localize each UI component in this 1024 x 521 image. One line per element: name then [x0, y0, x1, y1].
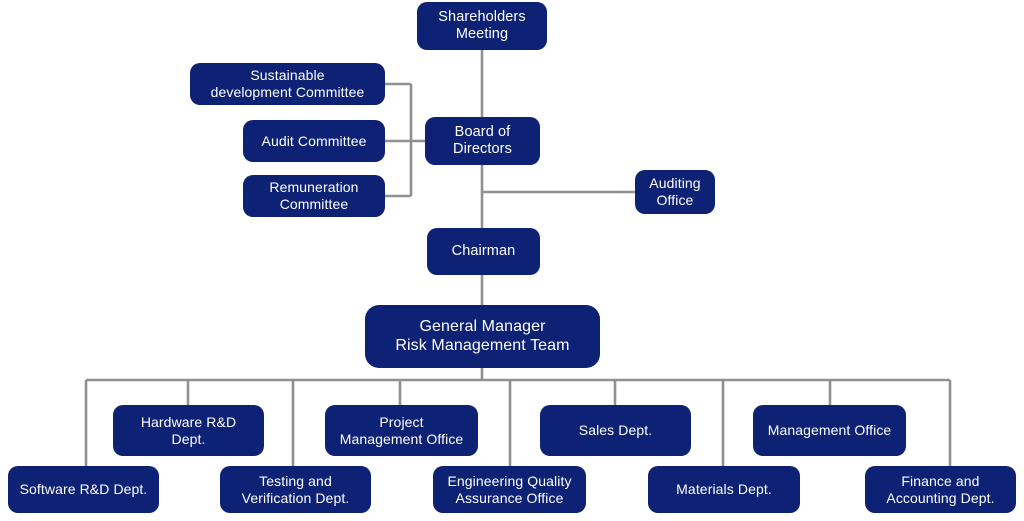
node-management-office[interactable]: Management Office	[753, 405, 906, 456]
node-testing-and-verification-dept[interactable]: Testing and Verification Dept.	[220, 466, 371, 513]
node-chairman[interactable]: Chairman	[427, 228, 540, 275]
node-software-rd-dept[interactable]: Software R&D Dept.	[8, 466, 159, 513]
node-project-management-office[interactable]: Project Management Office	[325, 405, 478, 456]
node-shareholders-meeting[interactable]: Shareholders Meeting	[417, 2, 547, 50]
node-remuneration-committee[interactable]: Remuneration Committee	[243, 175, 385, 217]
node-hardware-rd-dept[interactable]: Hardware R&D Dept.	[113, 405, 264, 456]
node-audit-committee[interactable]: Audit Committee	[243, 120, 385, 162]
node-general-manager-risk-management-team[interactable]: General Manager Risk Management Team	[365, 305, 600, 368]
node-engineering-quality-assurance-office[interactable]: Engineering Quality Assurance Office	[433, 466, 586, 513]
node-sales-dept[interactable]: Sales Dept.	[540, 405, 691, 456]
node-board-of-directors[interactable]: Board of Directors	[425, 117, 540, 165]
node-auditing-office[interactable]: Auditing Office	[635, 170, 715, 214]
node-finance-and-accounting-dept[interactable]: Finance and Accounting Dept.	[865, 466, 1016, 513]
node-materials-dept[interactable]: Materials Dept.	[648, 466, 800, 513]
node-sustainable-development-committee[interactable]: Sustainable development Committee	[190, 63, 385, 105]
